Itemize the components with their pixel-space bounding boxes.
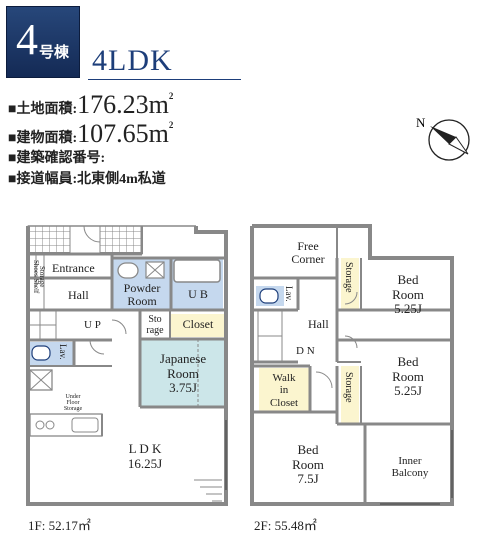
building-number-badge: 4 号棟 — [6, 6, 80, 78]
storage-1f-label: Storage — [37, 266, 46, 288]
ldk-size: 16.25J — [127, 455, 163, 471]
hall-2f-label: Hall — [308, 317, 329, 331]
lav-1f-label: Lav. — [58, 344, 69, 360]
free-corner-label: Free Corner — [280, 239, 336, 267]
bed-room-a-size: 5.25J — [394, 301, 422, 317]
confirmation-number: ■建築確認番号: — [8, 151, 106, 166]
inner-balcony-line1: Inner — [398, 455, 422, 467]
walk-in-closet-line1: Walk — [272, 372, 296, 384]
walk-in-closet-label: Walk in Closet — [260, 372, 308, 409]
bed-room-c-line2: Room — [292, 456, 324, 472]
japanese-room-size: 3.75J — [169, 380, 197, 396]
building-area-unit: 2 — [168, 120, 174, 130]
japanese-room-line1: Japanese — [159, 351, 207, 366]
dn-label: D N — [296, 345, 315, 357]
building-number: 4 — [16, 15, 38, 64]
storage-small-line2: rage — [146, 325, 164, 337]
entrance-label: Entrance — [52, 261, 95, 275]
free-corner-line2: Corner — [291, 252, 325, 267]
bed-room-c-size: 7.5J — [297, 471, 319, 487]
title-underline — [88, 79, 241, 80]
up-label: U P — [84, 319, 101, 331]
floor1-area-label: 1F: 52.17㎡ — [28, 518, 91, 533]
ub-label: U B — [188, 287, 208, 301]
powder-room-label: Powder Room — [116, 281, 168, 309]
ldk-label: L D K 16.25J — [110, 441, 180, 471]
lav-2f-label: Lav. — [284, 286, 295, 302]
inner-balcony-label: Inner Balcony — [372, 455, 448, 480]
inner-balcony-line2: Balcony — [391, 467, 429, 480]
japanese-room-label: Japanese Room 3.75J — [142, 351, 224, 396]
bed-room-a-line2: Room — [392, 286, 424, 302]
bed-room-b-line1: Bed — [397, 354, 419, 369]
building-area: ■建物面積:107.65m2 — [8, 121, 173, 147]
shoes-shelf-label: Shoes Shelf — [31, 260, 40, 294]
storage-2f-a-label: Storage — [343, 262, 355, 293]
ldk-line1: L D K — [128, 441, 162, 456]
bed-room-a-label: Bed Room 5.25J — [376, 272, 440, 317]
compass-arrow-icon: N — [416, 113, 476, 168]
bed-room-c-line1: Bed — [297, 442, 319, 457]
closet-1f-label: Closet — [182, 317, 214, 331]
powder-room-line1: Powder — [123, 281, 161, 295]
land-area-unit: 2 — [168, 91, 174, 101]
bed-room-b-size: 5.25J — [394, 383, 422, 399]
road-width: ■接道幅員:北東側4m私道 — [8, 172, 166, 187]
under-floor-storage-label: Under Floor Storage — [63, 394, 83, 412]
walk-in-closet-line2: in — [279, 384, 289, 397]
bed-room-c-label: Bed Room 7.5J — [276, 442, 340, 487]
bed-room-b-label: Bed Room 5.25J — [376, 354, 440, 399]
building-suffix: 号棟 — [39, 45, 70, 61]
storage-2f-b-label: Storage — [343, 372, 355, 403]
free-corner-line1: Free — [297, 239, 319, 253]
land-area: ■土地面積:176.23m2 — [8, 92, 173, 118]
bed-room-b-line2: Room — [392, 368, 424, 384]
walk-in-closet-line3: Closet — [269, 396, 299, 409]
building-area-value: 107.65m — [77, 119, 169, 148]
powder-room-line2: Room — [127, 294, 157, 309]
bed-room-a-line1: Bed — [397, 272, 419, 287]
compass-label: N — [416, 115, 426, 130]
storage-small-label: Sto rage — [141, 314, 169, 336]
land-area-label: ■土地面積: — [8, 102, 78, 117]
floor2-area-label: 2F: 55.48㎡ — [254, 518, 317, 533]
layout-type: 4LDK — [92, 44, 173, 77]
land-area-value: 176.23m — [77, 90, 169, 119]
hall-1f-label: Hall — [68, 288, 89, 302]
storage-small-line1: Sto — [148, 314, 162, 325]
japanese-room-line2: Room — [167, 365, 199, 381]
building-area-label: ■建物面積: — [8, 131, 78, 146]
